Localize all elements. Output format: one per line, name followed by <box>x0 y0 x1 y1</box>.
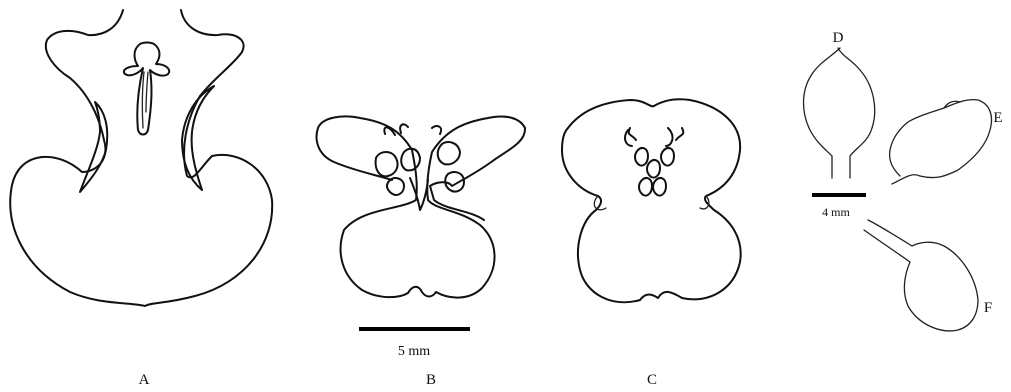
drawing-d <box>804 48 875 178</box>
drawing-a <box>10 10 272 306</box>
drawing-c-callus <box>625 128 683 196</box>
scale-bar-5mm-label: 5 mm <box>398 344 430 359</box>
drawing-c <box>562 99 741 302</box>
label-e: E <box>993 110 1002 126</box>
label-f: F <box>984 300 992 316</box>
label-b: B <box>426 372 436 388</box>
drawing-f <box>864 220 978 331</box>
label-d: D <box>833 30 844 46</box>
label-c: C <box>647 372 657 388</box>
drawing-b <box>317 116 525 297</box>
drawing-a-callus-midline <box>142 72 148 128</box>
drawing-e-outline <box>890 100 992 184</box>
drawing-e <box>890 100 992 184</box>
drawing-c-outline <box>562 99 741 302</box>
drawing-d-outline <box>804 48 875 178</box>
drawing-a-outline <box>10 10 272 306</box>
scale-bar-4mm-label: 4 mm <box>822 205 850 219</box>
label-a: A <box>139 372 150 388</box>
drawing-f-outline <box>864 220 978 331</box>
drawing-b-callus <box>376 124 464 210</box>
drawing-a-left-lobe <box>80 102 107 192</box>
